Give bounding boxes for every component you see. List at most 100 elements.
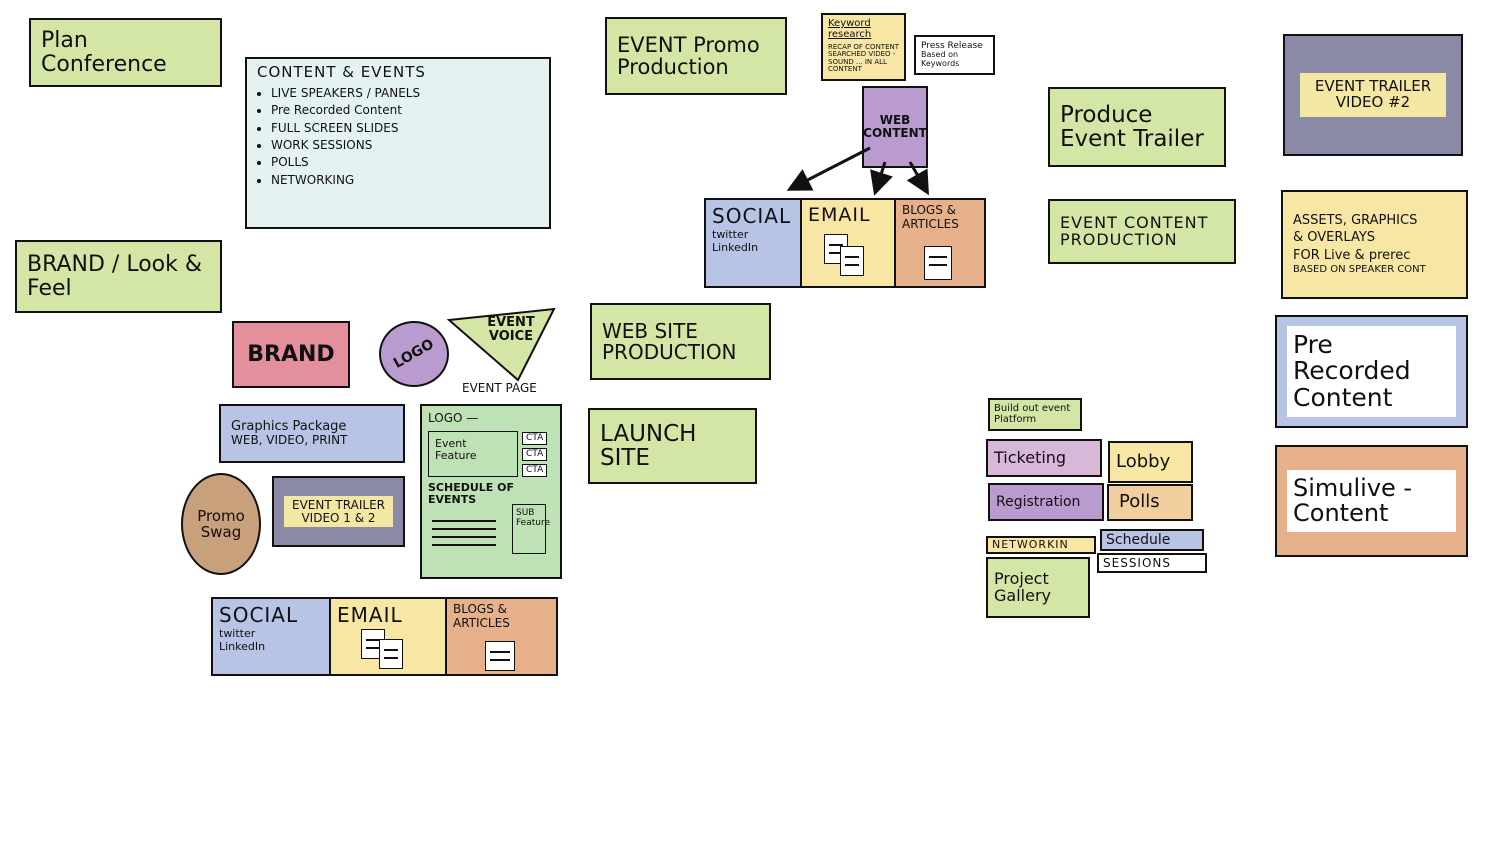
- sessions-box: SESSIONS: [1097, 553, 1207, 573]
- plan-conference-card: Plan Conference: [29, 18, 222, 87]
- schedule-box: Schedule: [1100, 529, 1204, 551]
- lobby-box: Lobby: [1108, 441, 1193, 483]
- sub-feature-box: SUB Feature: [512, 504, 550, 554]
- event-promo-card: EVENT Promo Production: [605, 17, 787, 95]
- brand-card: BRAND: [232, 321, 350, 388]
- event-page-wireframe: LOGO — Event Feature CTA CTA CTA SCHEDUL…: [420, 404, 562, 579]
- website-production-card: WEB SITE PRODUCTION: [590, 303, 771, 380]
- sessions-label: SESSIONS: [1103, 555, 1172, 570]
- event-page-logo-line: LOGO —: [428, 411, 479, 425]
- prerecorded-title: Pre Recorded Content: [1287, 326, 1456, 417]
- sub-feature-label: SUB Feature: [516, 508, 551, 528]
- lobby-label: Lobby: [1116, 450, 1171, 472]
- list-item: POLLS: [271, 154, 539, 171]
- email-label: EMAIL: [337, 603, 403, 627]
- content-events-title: CONTENT & EVENTS: [257, 63, 426, 81]
- brand-look-card: BRAND / Look & Feel: [15, 240, 222, 313]
- press-release-body: Based on Keywords: [921, 50, 960, 68]
- event-page-caption: EVENT PAGE: [462, 381, 537, 395]
- trailer-video-label: EVENT TRAILER VIDEO 1 & 2: [284, 495, 393, 528]
- event-feature-box: Event Feature: [428, 431, 518, 477]
- social-sub: twitter LinkedIn: [219, 627, 266, 653]
- email-cell: EMAIL: [329, 599, 445, 674]
- brand-label: BRAND: [247, 341, 335, 367]
- list-item: FULL SCREEN SLIDES: [271, 120, 539, 137]
- web-content-label: WEB CONTENT: [863, 113, 927, 140]
- blogs-cell: BLOGS & ARTICLES: [894, 200, 984, 286]
- simulive-card: Simulive - Content: [1275, 445, 1468, 557]
- assets-line1: ASSETS, GRAPHICS: [1293, 212, 1418, 228]
- keyword-research-title: Keyword research: [828, 18, 872, 40]
- list-item: LIVE SPEAKERS / PANELS: [271, 85, 539, 102]
- content-events-card: CONTENT & EVENTS LIVE SPEAKERS / PANELS …: [245, 57, 551, 229]
- registration-box: Registration: [988, 483, 1104, 521]
- polls-box: Polls: [1107, 484, 1193, 521]
- social-sub: twitter LinkedIn: [712, 228, 759, 254]
- graphics-package-line1: Graphics Package: [231, 419, 347, 435]
- produce-trailer-card: Produce Event Trailer: [1048, 87, 1226, 167]
- ticketing-box: Ticketing: [986, 439, 1102, 477]
- graphics-package-line2: WEB, VIDEO, PRINT: [231, 433, 348, 448]
- trailer-video2-card: EVENT TRAILER VIDEO #2: [1283, 34, 1463, 156]
- event-content-card: EVENT CONTENT PRODUCTION: [1048, 199, 1236, 264]
- event-voice-triangle: [446, 307, 556, 382]
- gallery-label: Project Gallery: [994, 568, 1051, 605]
- assets-line3: FOR Live & prerec: [1293, 248, 1411, 264]
- networking-label: NETWORKIN: [992, 538, 1069, 552]
- platform-header: Build out event Platform: [988, 398, 1082, 431]
- arrow-to-social: [786, 146, 871, 191]
- promo-swag-label: Promo Swag: [197, 506, 245, 541]
- document-icon: [924, 246, 952, 280]
- cta-button: CTA: [522, 448, 548, 462]
- arrow-to-blogs: [906, 161, 929, 196]
- event-feature-label: Event Feature: [435, 437, 477, 463]
- blogs-cell: BLOGS & ARTICLES: [445, 599, 556, 674]
- promo-swag-circle: Promo Swag: [181, 473, 261, 575]
- brand-look-title: BRAND / Look & Feel: [27, 252, 203, 301]
- trailer-video2-label: EVENT TRAILER VIDEO #2: [1300, 73, 1446, 117]
- launch-site-card: LAUNCH SITE: [588, 408, 757, 484]
- web-content-card: WEB CONTENT: [862, 86, 928, 168]
- cta-button: CTA: [522, 432, 548, 446]
- channel-row-bottom: SOCIAL twitter LinkedIn EMAIL BLOGS & AR…: [211, 597, 558, 676]
- press-release-title: Press Release: [921, 40, 983, 51]
- list-item: WORK SESSIONS: [271, 137, 539, 154]
- social-cell: SOCIAL twitter LinkedIn: [706, 200, 800, 286]
- list-item: NETWORKING: [271, 172, 539, 189]
- email-cell: EMAIL: [800, 200, 894, 286]
- plan-conference-title: Plan Conference: [41, 28, 167, 77]
- assets-card: ASSETS, GRAPHICS & OVERLAYS FOR Live & p…: [1281, 190, 1468, 299]
- blogs-label: BLOGS & ARTICLES: [453, 602, 510, 630]
- press-release-card: Press Release Based on Keywords: [914, 35, 995, 75]
- gallery-box: Project Gallery: [986, 557, 1090, 618]
- social-label: SOCIAL: [712, 204, 792, 228]
- platform-header-label: Build out event Platform: [994, 403, 1071, 425]
- arrow-to-email: [870, 161, 893, 196]
- keyword-research-card: Keyword research RECAP OF CONTENT SEARCH…: [821, 13, 906, 81]
- keyword-research-body: RECAP OF CONTENT SEARCHED VIDEO - SOUND …: [828, 43, 900, 74]
- website-production-title: WEB SITE PRODUCTION: [602, 318, 737, 364]
- blogs-label: BLOGS & ARTICLES: [902, 203, 959, 231]
- list-item: Pre Recorded Content: [271, 102, 539, 119]
- schedule-label: SCHEDULE OF EVENTS: [428, 481, 514, 507]
- registration-label: Registration: [996, 493, 1081, 510]
- produce-trailer-title: Produce Event Trailer: [1060, 101, 1204, 152]
- graphics-package-card: Graphics Package WEB, VIDEO, PRINT: [219, 404, 405, 463]
- polls-label: Polls: [1119, 491, 1160, 513]
- document-icon: [485, 641, 515, 671]
- simulive-title: Simulive - Content: [1287, 469, 1456, 533]
- assets-line2: & OVERLAYS: [1293, 230, 1376, 246]
- document-icon: [840, 246, 864, 276]
- prerecorded-card: Pre Recorded Content: [1275, 315, 1468, 428]
- event-promo-title: EVENT Promo Production: [617, 32, 760, 79]
- event-voice-label: EVENT VOICE: [487, 315, 535, 345]
- cta-button: CTA: [522, 464, 548, 478]
- email-label: EMAIL: [808, 204, 871, 226]
- social-label: SOCIAL: [219, 603, 299, 627]
- content-events-list: LIVE SPEAKERS / PANELS Pre Recorded Cont…: [257, 85, 539, 189]
- social-cell: SOCIAL twitter LinkedIn: [213, 599, 329, 674]
- channel-row-top: SOCIAL twitter LinkedIn EMAIL BLOGS & AR…: [704, 198, 986, 288]
- ticketing-label: Ticketing: [994, 447, 1067, 467]
- trailer-video-card: EVENT TRAILER VIDEO 1 & 2: [272, 476, 405, 547]
